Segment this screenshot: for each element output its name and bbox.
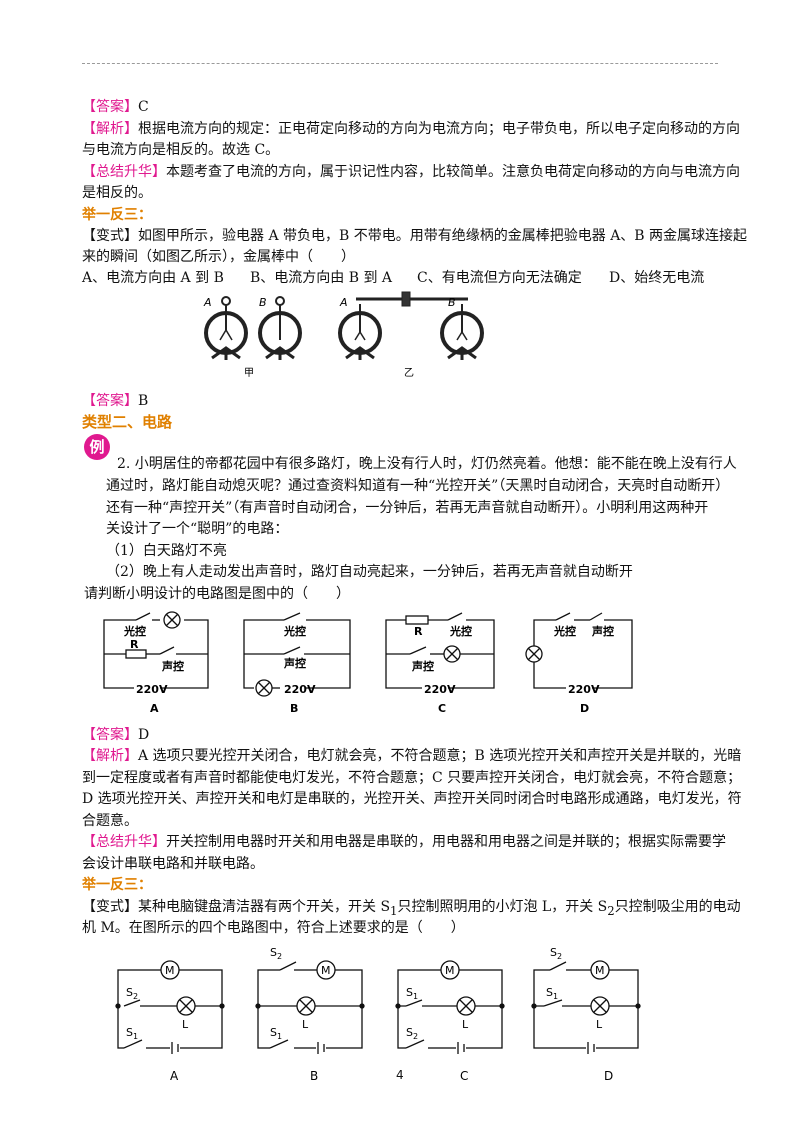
option-d: D、始终无电流	[609, 270, 705, 286]
fig3-label-a: A	[170, 1069, 179, 1083]
c-r-label: R	[414, 625, 423, 638]
c-sound-label: 声控	[411, 659, 434, 673]
a-sound-label: 声控	[161, 659, 184, 673]
electroscope-b-left	[258, 296, 302, 360]
a-s1-label: S1	[126, 1026, 138, 1041]
a-lamp-label: L	[182, 1018, 189, 1031]
circuit-3b	[255, 960, 365, 1054]
question-2-l3: 还有一种“声控开关”（有声音时自动闭合，一分钟后，若再无声音就自动断开）。小明利…	[106, 500, 709, 516]
d-light-label: 光控	[553, 624, 576, 638]
d-lamp-label: L	[596, 1018, 603, 1031]
b-sound-label: 声控	[283, 656, 306, 670]
header-rule	[82, 63, 718, 64]
fig3-label-b: B	[310, 1069, 318, 1083]
variant-2: 【变式】某种电脑键盘清洁器有两个开关，开关 S1只控制照明用的小灯泡 L，开关 …	[82, 899, 741, 918]
label-a-left: A	[203, 296, 212, 309]
electroscope-a-left	[204, 296, 248, 360]
label-a-right: A	[339, 296, 348, 309]
variant-1-cont: 来的瞬间（如图乙所示），金属棒中（ ）	[82, 249, 355, 265]
circuit-2a	[103, 611, 209, 689]
circuit-2c	[385, 612, 495, 689]
analysis-3-l4: 合题意。	[82, 813, 138, 829]
label-b-left: B	[259, 296, 267, 309]
d-sound-label: 声控	[591, 624, 614, 638]
analysis-3-l2: 到一定程度或者有声音时都能使电灯发光，不符合题意；C 只要声控开关闭合，电灯就会…	[82, 770, 742, 786]
summary-1-cont: 是相反的。	[82, 185, 152, 201]
answer-1: 【答案】C	[82, 99, 149, 115]
example-badge: 例	[84, 434, 110, 460]
circuit-3d	[531, 960, 641, 1054]
b-s1-label: S1	[270, 1026, 282, 1041]
circuit-3c	[395, 960, 505, 1054]
d-motor-label: M	[595, 964, 605, 977]
fig2-label-c: C	[438, 702, 446, 715]
fig3-label-c: C	[460, 1069, 468, 1083]
streetlight-circuits: 光控 R 声控 220V 光控 声控 220V R 光控 声控 220V 光控 …	[103, 611, 633, 715]
circuit-3a	[115, 960, 225, 1054]
type-2-heading: 类型二、电路	[82, 413, 173, 431]
b-s2-label: S2	[270, 946, 282, 961]
d-s2-label: S2	[550, 946, 562, 961]
a-r-label: R	[130, 638, 139, 651]
variant-1: 【变式】如图甲所示，验电器 A 带负电，B 不带电。用带有绝缘柄的金属棒把验电器…	[82, 228, 748, 244]
electroscope-figure: A B A B 甲 乙	[203, 291, 484, 379]
b-light-label: 光控	[283, 624, 306, 638]
ju-yi-fan-san-2: 举一反三：	[82, 877, 152, 893]
question-2-l4: 关设计了一个“聪明”的电路：	[106, 521, 289, 537]
option-a: A、电流方向由 A 到 B	[82, 270, 224, 286]
b-motor-label: M	[321, 964, 331, 977]
summary-3: 【总结升华】开关控制用电器时开关和用电器是串联的，用电器和用电器之间是并联的；根…	[82, 834, 726, 850]
analysis-3-l3: D 选项光控开关、声控开关和电灯是串联的，光控开关、声控开关同时闭合时电路形成通…	[82, 791, 742, 807]
c-s2-label: S2	[406, 1026, 418, 1041]
option-b: B、电流方向由 B 到 A	[250, 270, 393, 286]
a-voltage: 220V	[136, 683, 168, 696]
variant-2-l2: 机 M。在图所示的四个电路图中，符合上述要求的是（ ）	[82, 920, 465, 936]
b-voltage: 220V	[284, 683, 316, 696]
c-light-label: 光控	[449, 624, 472, 638]
option-c: C、有电流但方向无法确定	[417, 270, 582, 286]
metal-rod	[356, 291, 468, 307]
fig2-label-b: B	[290, 702, 298, 715]
analysis-1-cont: 与电流方向是相反的。故选 C。	[82, 142, 280, 158]
question-2-l6: （2）晚上有人走动发出声音时，路灯自动亮起来，一分钟后，若再无声音就自动断开	[106, 564, 633, 580]
c-lamp-label: L	[462, 1018, 469, 1031]
fig2-label-d: D	[580, 702, 589, 715]
analysis-3: 【解析】A 选项只要光控开关闭合，电灯就会亮，不符合题意；B 选项光控开关和声控…	[82, 748, 742, 764]
ju-yi-fan-san-1: 举一反三：	[82, 207, 152, 223]
circuit-2d	[525, 612, 633, 689]
a-s2-label: S2	[126, 986, 138, 1001]
fig2-label-a: A	[150, 702, 159, 715]
d-voltage: 220V	[568, 683, 600, 696]
cleaner-circuits: M S2 L S1 M S2 L S1 M S1 L S2 M S2 S1 L …	[115, 946, 641, 1083]
question-2-l2: 通过时，路灯能自动熄灭呢？通过查资料知道有一种“光控开关”（天黑时自动闭合，天亮…	[106, 478, 730, 494]
question-2-l5: （1）白天路灯不亮	[106, 543, 227, 559]
answer-3: 【答案】D	[82, 727, 150, 743]
summary-3-l2: 会设计串联电路和并联电路。	[82, 856, 264, 872]
question-2-l7: 请判断小明设计的电路图是图中的（ ）	[84, 586, 350, 602]
fig3-label-d: D	[604, 1069, 613, 1083]
circuit-2b	[243, 612, 351, 697]
c-voltage: 220V	[424, 683, 456, 696]
a-motor-label: M	[165, 964, 175, 977]
page-number: 4	[396, 1068, 404, 1082]
summary-1: 【总结升华】本题考查了电流的方向，属于识记性内容，比较简单。注意负电荷定向移动的…	[82, 164, 740, 180]
question-2: 2. 小明居住的帝都花园中有很多路灯，晚上没有行人时，灯仍然亮着。他想：能不能在…	[117, 456, 737, 472]
b-lamp-label: L	[302, 1018, 309, 1031]
analysis-1: 【解析】根据电流方向的规定：正电荷定向移动的方向为电流方向；电子带负电，所以电子…	[82, 121, 740, 137]
electroscope-b-right	[440, 304, 484, 360]
label-b-right: B	[448, 296, 456, 309]
answer-2: 【答案】B	[82, 393, 149, 409]
caption-yi: 乙	[404, 367, 414, 379]
a-light-label: 光控	[123, 624, 146, 638]
electroscope-a-right	[338, 304, 382, 360]
caption-jia: 甲	[244, 368, 254, 379]
c-motor-label: M	[445, 964, 455, 977]
c-s1-label: S1	[406, 986, 418, 1001]
d-s1-label: S1	[546, 986, 558, 1001]
